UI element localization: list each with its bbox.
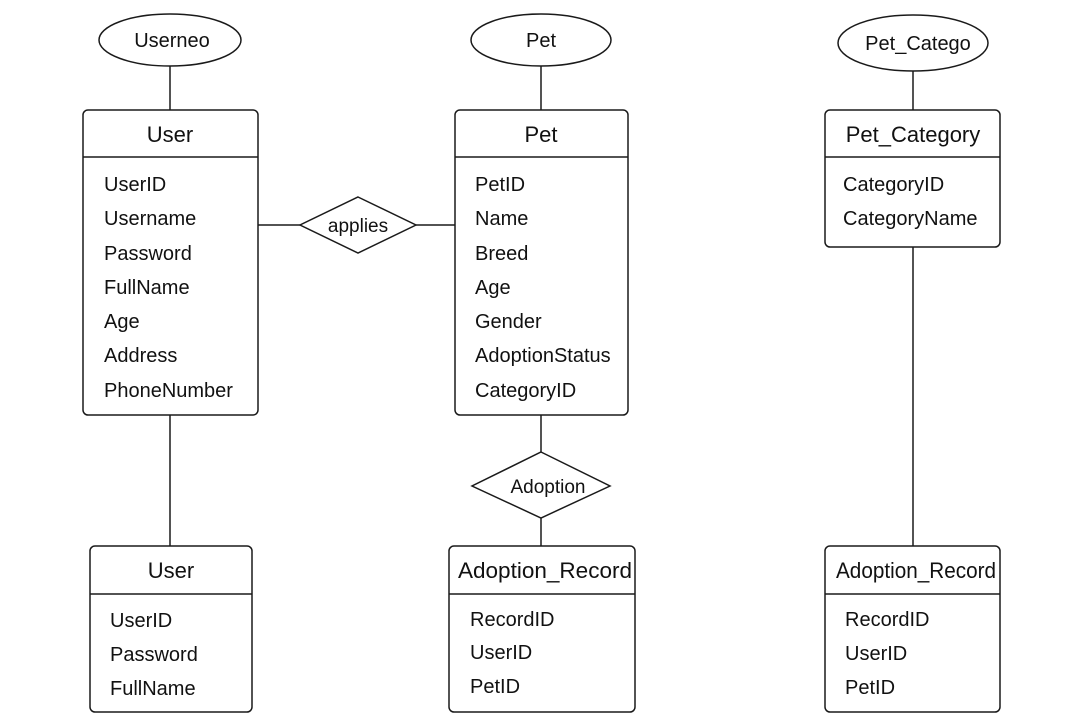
attribute-adoptionstatus: AdoptionStatus	[475, 345, 611, 367]
attribute-phonenumber: PhoneNumber	[104, 380, 233, 402]
entity-adoption-record-center-title: Adoption_Record	[458, 558, 632, 583]
attribute-petid: PetID	[845, 677, 895, 699]
attribute-password: Password	[110, 644, 198, 666]
relationship-applies-label: applies	[328, 216, 388, 237]
attribute-categoryid: CategoryID	[843, 174, 944, 196]
oval-pet-catego: Pet_Catego	[837, 14, 989, 72]
entity-user-small-title: User	[148, 558, 194, 583]
entity-pet-category: Pet_Category CategoryID CategoryName	[824, 109, 1001, 248]
attribute-password: Password	[104, 243, 192, 265]
attribute-address: Address	[104, 345, 177, 367]
oval-pet: Pet	[470, 13, 612, 67]
attribute-petid: PetID	[475, 174, 525, 196]
attribute-recordid: RecordID	[845, 609, 929, 631]
attribute-userid: UserID	[110, 610, 172, 632]
attribute-fullname: FullName	[104, 277, 190, 299]
entity-adoption-record-center: Adoption_Record RecordID UserID PetID	[448, 545, 636, 713]
entity-pet-title: Pet	[524, 122, 557, 147]
relationship-adoption-label: Adoption	[510, 477, 585, 498]
oval-userneo-label: Userneo	[134, 30, 210, 52]
entity-pet-category-title: Pet_Category	[846, 122, 981, 147]
attribute-categoryname: CategoryName	[843, 208, 978, 230]
oval-pet-label: Pet	[526, 30, 556, 52]
attribute-breed: Breed	[475, 243, 528, 265]
entity-user-small: User UserID Password FullName	[89, 545, 253, 713]
attribute-age: Age	[475, 277, 511, 299]
attribute-name: Name	[475, 208, 528, 230]
attribute-username: Username	[104, 208, 196, 230]
relationship-adoption: Adoption	[470, 451, 612, 519]
entity-adoption-record-right: Adoption_Record RecordID UserID PetID	[824, 545, 1001, 713]
entity-user-title: User	[147, 122, 193, 147]
attribute-gender: Gender	[475, 311, 542, 333]
oval-userneo: Userneo	[98, 13, 242, 67]
attribute-userid: UserID	[470, 642, 532, 664]
entity-pet: Pet PetID Name Breed Age Gender Adoption…	[454, 109, 629, 416]
attribute-fullname: FullName	[110, 678, 196, 700]
entity-user: User UserID Username Password FullName A…	[82, 109, 259, 416]
attribute-recordid: RecordID	[470, 609, 554, 631]
attribute-userid: UserID	[845, 643, 907, 665]
attribute-categoryid: CategoryID	[475, 380, 576, 402]
oval-pet-catego-label: Pet_Catego	[865, 33, 971, 55]
entity-adoption-record-right-title: Adoption_Record	[836, 558, 996, 583]
relationship-applies: applies	[298, 196, 418, 254]
attribute-userid: UserID	[104, 174, 166, 196]
attribute-petid: PetID	[470, 676, 520, 698]
attribute-age: Age	[104, 311, 140, 333]
